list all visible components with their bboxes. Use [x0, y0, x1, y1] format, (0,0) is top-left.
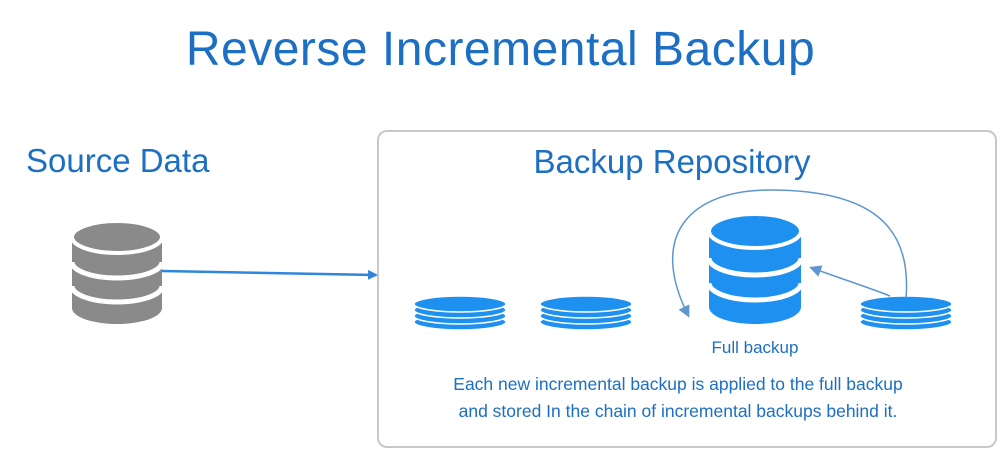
incremental-backup-disk-2	[539, 295, 633, 331]
backup-repository-box	[377, 130, 997, 448]
repository-caption: Each new incremental backup is applied t…	[393, 371, 963, 425]
full-backup-database-icon	[706, 212, 804, 324]
source-database-icon	[69, 219, 165, 324]
chain-curve-arrow	[671, 189, 908, 318]
diagram-title: Reverse Incremental Backup	[185, 23, 816, 76]
caption-line-2: and stored In the chain of incremental b…	[458, 401, 898, 421]
backup-repository-label: Backup Repository	[533, 143, 811, 180]
incremental-backup-disk-1	[413, 295, 507, 331]
full-backup-label: Full backup	[711, 338, 799, 357]
source-to-repository-arrow	[161, 269, 378, 280]
caption-line-1: Each new incremental backup is applied t…	[453, 374, 903, 394]
source-data-label: Source Data	[26, 142, 210, 179]
incremental-backup-disk-new	[859, 295, 953, 331]
apply-to-full-arrow	[809, 265, 891, 297]
